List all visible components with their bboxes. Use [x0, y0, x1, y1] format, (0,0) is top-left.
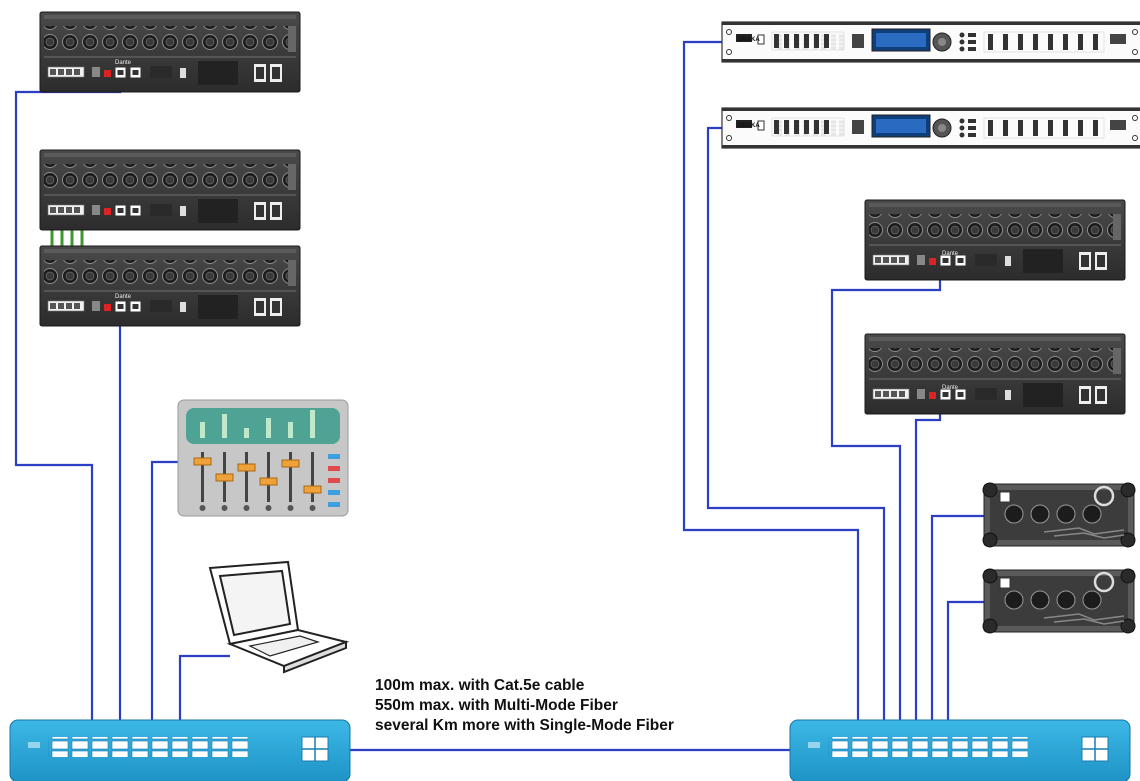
- dante-logo: Dante: [115, 60, 132, 66]
- mixer-console-icon: [177, 399, 349, 517]
- cable-iobox-2: [946, 600, 988, 730]
- caption-line-singlemode: several Km more with Single-Mode Fiber: [375, 717, 674, 734]
- cable-iobox-1: [930, 514, 988, 730]
- stagebox-icon: [39, 11, 301, 93]
- dante-logo: Dante: [942, 385, 959, 391]
- stagebox-icon: [39, 245, 301, 327]
- wall-io-box-icon: [981, 481, 1137, 549]
- cable-stagebox-r1: [830, 276, 942, 730]
- stagebox-icon: [864, 333, 1126, 415]
- processor-brand: DRAKA: [738, 37, 760, 43]
- dante-logo: Dante: [942, 251, 959, 257]
- processor-brand: DRAKA: [738, 123, 760, 129]
- caption-line-cat5e: 100m max. with Cat.5e cable: [375, 677, 585, 694]
- wall-io-box-icon: [981, 567, 1137, 635]
- dante-logo: Dante: [115, 294, 132, 300]
- cable-stagebox-r2b: [914, 402, 942, 730]
- network-switch-icon: [9, 719, 351, 781]
- dsp-processor-icon: [721, 21, 1140, 63]
- cable-mixer: [150, 460, 178, 730]
- laptop-icon: [208, 560, 350, 674]
- cable-dsp-2: [706, 126, 886, 730]
- stagebox-icon: [864, 199, 1126, 281]
- stagebox-icon: [39, 149, 301, 231]
- network-switch-icon: [789, 719, 1131, 781]
- cable-length-caption: 100m max. with Cat.5e cable 550m max. wi…: [375, 676, 674, 736]
- cable-laptop: [178, 654, 230, 730]
- cables: [14, 40, 988, 752]
- caption-line-multimode: 550m max. with Multi-Mode Fiber: [375, 697, 618, 714]
- cable-dsp-1: [682, 40, 860, 730]
- dsp-processor-icon: [721, 107, 1140, 149]
